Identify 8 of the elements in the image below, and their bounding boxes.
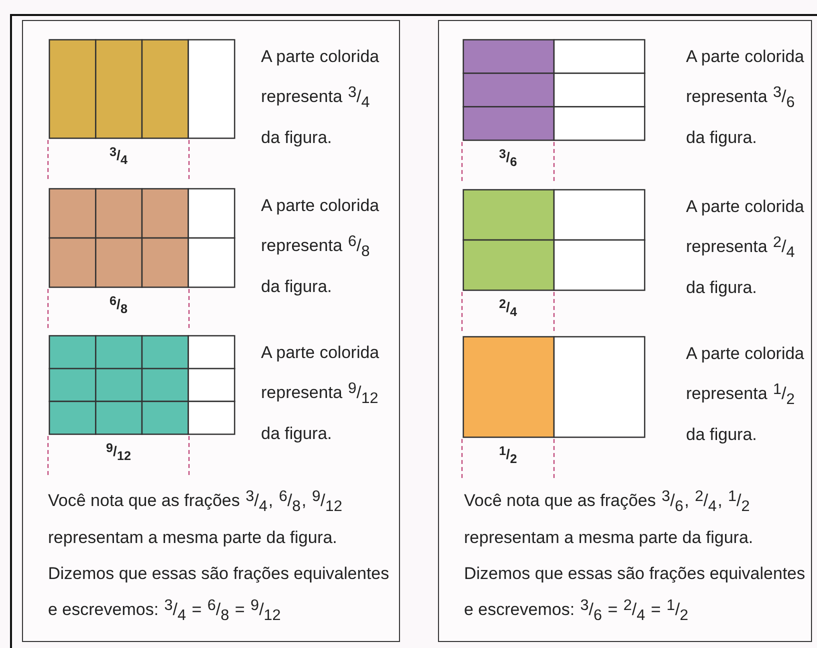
fraction-grid <box>462 189 646 291</box>
text-panel <box>438 20 812 642</box>
fraction-grid <box>462 39 646 141</box>
fraction-grid <box>48 39 236 139</box>
fraction-grid <box>48 188 236 288</box>
text-panel <box>22 20 400 642</box>
fraction-grid <box>48 335 236 435</box>
fraction-grid <box>462 336 646 438</box>
